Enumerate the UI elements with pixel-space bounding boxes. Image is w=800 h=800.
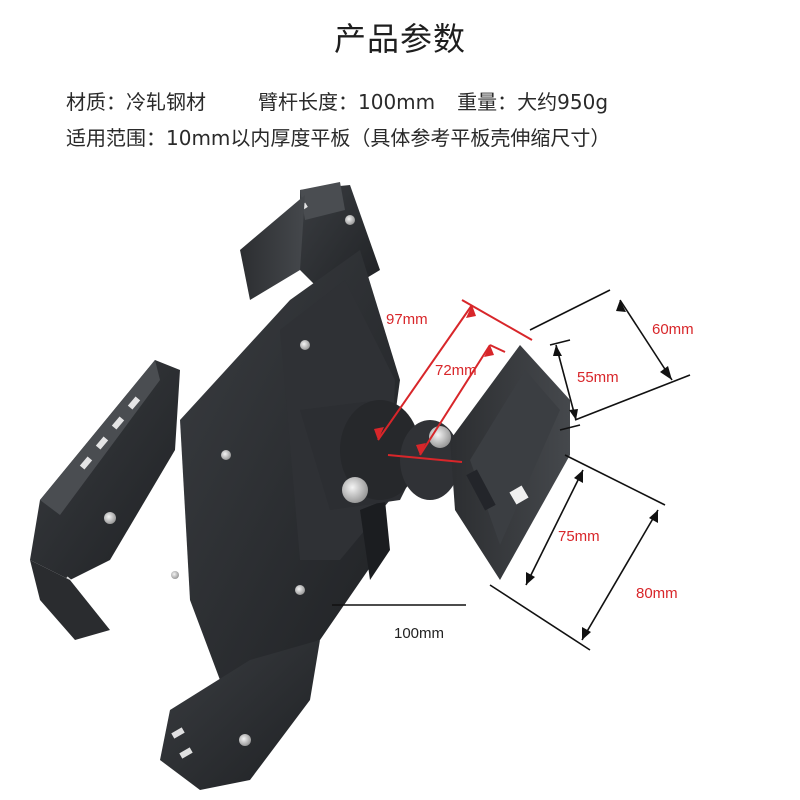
vesa-plate xyxy=(450,345,570,580)
spec-line-1: 材质：冷轧钢材 臂杆长度：100mm 重量：大约950g xyxy=(66,86,608,115)
bolt-icon xyxy=(239,734,251,746)
dim-60mm: 60mm xyxy=(652,321,694,338)
spec-range: 适用范围：10mm以内厚度平板（具体参考平板壳伸缩尺寸） xyxy=(66,126,611,150)
bolt-icon xyxy=(171,571,179,579)
spec-material: 材质：冷轧钢材 xyxy=(66,90,206,114)
spec-weight: 重量：大约950g xyxy=(457,90,609,114)
dim-97mm: 97mm xyxy=(386,311,428,328)
bolts xyxy=(104,215,451,746)
dim-72mm: 72mm xyxy=(435,362,477,379)
dim-100mm: 100mm xyxy=(394,625,444,642)
spec-arm-length: 臂杆长度：100mm xyxy=(258,90,436,114)
dim-80mm: 80mm xyxy=(636,585,678,602)
dim-55mm: 55mm xyxy=(577,369,619,386)
page-title: 产品参数 xyxy=(333,20,466,58)
red-dimension-lines xyxy=(374,299,533,463)
dim-75mm: 75mm xyxy=(558,528,600,545)
bolt-icon xyxy=(342,477,368,503)
black-dimension-lines xyxy=(332,289,691,651)
bolt-icon xyxy=(104,512,116,524)
bolt-icon xyxy=(221,450,231,460)
bolt-icon xyxy=(345,215,355,225)
holder-frame xyxy=(30,182,400,790)
bolt-icon xyxy=(295,585,305,595)
arrowheads xyxy=(526,300,672,640)
bolt-icon xyxy=(300,340,310,350)
spec-line-2: 适用范围：10mm以内厚度平板（具体参考平板壳伸缩尺寸） xyxy=(66,122,610,151)
